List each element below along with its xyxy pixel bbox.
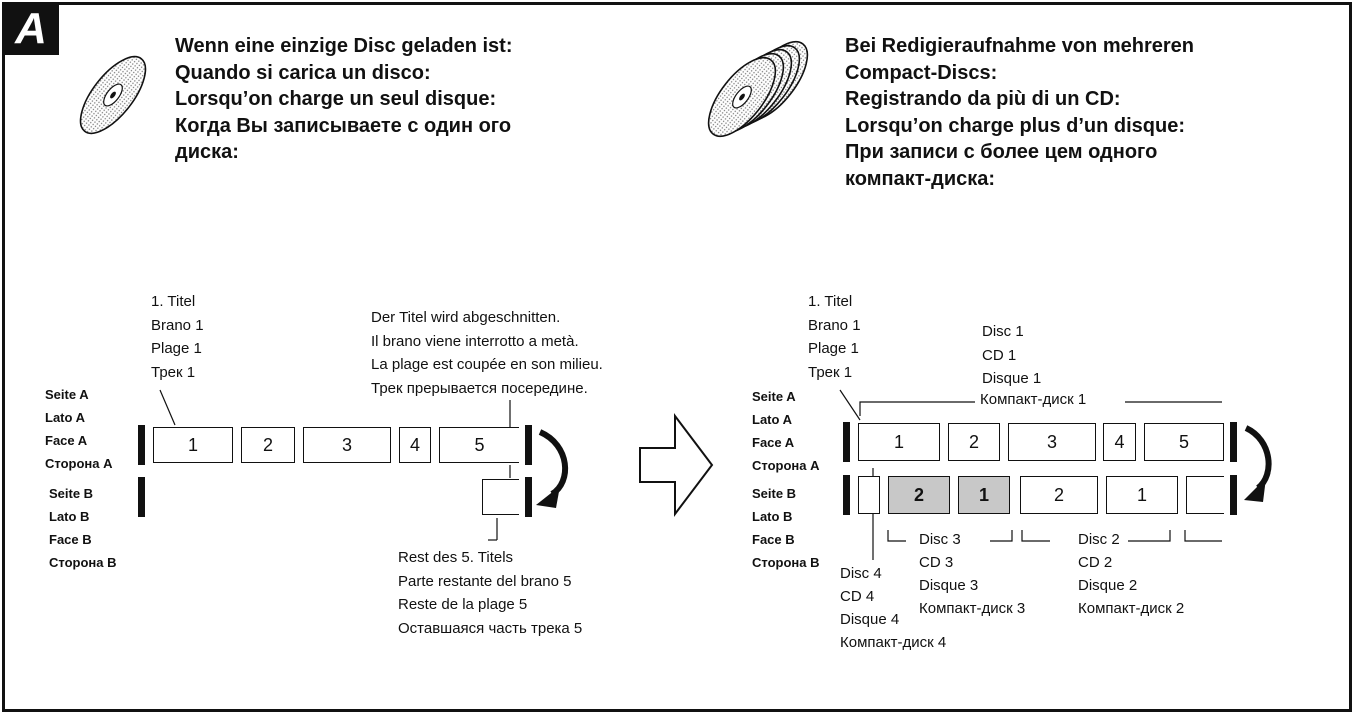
multi-disc-header: Bei Redigieraufnahme von mehreren Compac… [845,35,1194,190]
side-b-label-multi: Seite B Lato B Face B Сторона B [752,486,820,570]
single-disc-icon [79,55,147,135]
disc3-label: Disc 3 CD 3 Disque 3 Компакт-диск 3 [919,531,1026,617]
track-box-cut: 5 [439,427,519,463]
disc1-bracket-label: Компакт-диск 1 [976,391,1091,408]
tape-end-side-a [525,425,532,465]
track-box-b-disc3: 1 [958,476,1010,514]
tape-end-side-b-multi [1230,475,1237,515]
track-box-b-partial [858,476,880,514]
cut-track-note: Der Titel wird abgeschnitten. Il brano v… [371,309,603,397]
first-track-label: 1. Titel Brano 1 Plage 1 Трек 1 [151,293,204,381]
disc1-label: Disc 1 CD 1 Disque 1 [982,323,1042,387]
track-box-b-disc2: 2 [1020,476,1098,514]
tape-start-side-a [138,425,145,465]
hollow-arrow-right [639,413,714,517]
side-b-label: Seite B Lato B Face B Сторона B [49,486,117,570]
tape-end-side-a-multi [1230,422,1237,462]
first-track-label-multi: 1. Titel Brano 1 Plage 1 Трек 1 [808,293,861,381]
leader-first-track-multi [839,389,861,421]
disc2-label: Disc 2 CD 2 Disque 2 Компакт-диск 2 [1078,531,1185,617]
tape-start-side-a-multi [843,422,850,462]
track-box-a: 2 [948,423,1000,461]
track-remainder-box [482,479,519,515]
side-a-label: Seite A Lato A Face A Сторона A [45,387,113,471]
track-box-a: 4 [1103,423,1136,461]
disc4-label: Disc 4 CD 4 Disque 4 Компакт-диск 4 [840,565,947,651]
turnover-arrow-single [538,429,569,497]
track-box: 3 [303,427,391,463]
tape-start-side-b-multi [843,475,850,515]
track-box-a: 3 [1008,423,1096,461]
track-box-a: 1 [858,423,940,461]
disc2-bracket [1021,530,1171,542]
side-a-label-multi: Seite A Lato A Face A Сторона A [752,389,820,473]
track-box-b-disc3: 2 [888,476,950,514]
leader-first-track [159,389,176,426]
disc-stack-icon [707,40,809,138]
tape-start-side-b [138,477,145,517]
track-box-a: 5 [1144,423,1224,461]
disc1-bracket [859,401,1222,416]
track-box-b-end [1186,476,1224,514]
track-box-b-disc2: 1 [1106,476,1178,514]
tape-end-side-b [525,477,532,517]
single-disc-header: Wenn eine einzige Disc geladen ist: Quan… [175,35,513,163]
section-badge: A [3,3,59,55]
track-box: 1 [153,427,233,463]
disc3-bracket [887,530,1013,542]
rest-track-note: Rest des 5. Titels Parte restante del br… [398,549,583,637]
track-box: 2 [241,427,295,463]
track-box: 4 [399,427,431,463]
